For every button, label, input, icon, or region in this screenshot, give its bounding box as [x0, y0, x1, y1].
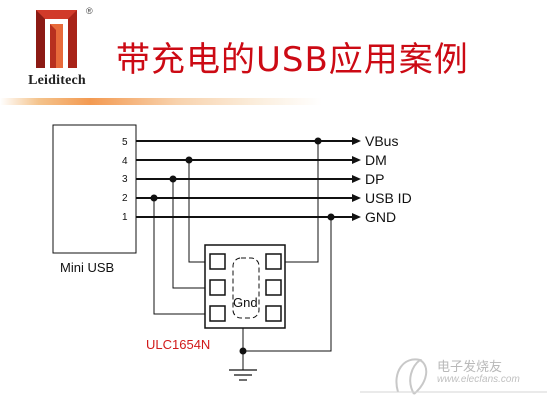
signal-label-usb-id: USB ID [365, 190, 412, 206]
title-underline [0, 98, 322, 105]
junction-dot [185, 156, 193, 164]
junction-dot [150, 194, 158, 202]
junction-dot [239, 347, 247, 355]
chip-pin [209, 279, 226, 296]
watermark-url: www.elecfans.com [437, 374, 520, 385]
ground-symbol [229, 369, 257, 381]
wire-dm [188, 160, 210, 263]
wire-dp [172, 179, 210, 289]
junction-dot [327, 213, 335, 221]
signal-label-dm: DM [365, 152, 387, 168]
chip-pin [209, 305, 226, 322]
registered-mark: ® [86, 6, 93, 16]
signal-label-dp: DP [365, 171, 384, 187]
company-logo: ® Leiditech [14, 6, 100, 96]
pin-number: 2 [122, 193, 128, 204]
watermark-text: 电子发烧友 [437, 360, 503, 375]
signal-label-vbus: VBus [365, 133, 398, 149]
pin-number: 1 [122, 212, 128, 223]
slide-title: 带充电的USB应用案例 [116, 40, 469, 80]
elecfans-logo-icon [395, 358, 428, 395]
wire-usb-id [153, 198, 210, 315]
pin-number: 5 [122, 137, 128, 148]
signal-label-gnd: GND [365, 209, 396, 225]
junction-dot [314, 137, 322, 145]
chip-pin [265, 253, 282, 270]
logo-wordmark: Leiditech [28, 73, 86, 88]
chip-pad-label: Gnd [233, 295, 258, 310]
mini-usb-connector [52, 124, 137, 254]
chip-pin [265, 279, 282, 296]
arrowhead [352, 137, 361, 145]
wire-gnd [240, 217, 332, 352]
leiditech-logo-icon [36, 10, 77, 68]
arrowhead [352, 194, 361, 202]
arrowhead [352, 213, 361, 221]
part-number-label: ULC1654N [146, 337, 210, 352]
pin-number: 3 [122, 174, 128, 185]
mini-usb-label: Mini USB [60, 260, 114, 275]
chip-ground-pad [232, 257, 260, 319]
wire-vbus [285, 141, 319, 263]
junction-dot [169, 175, 177, 183]
chip-pin [209, 253, 226, 270]
arrowhead [352, 175, 361, 183]
chip-pin [265, 305, 282, 322]
arrowhead [352, 156, 361, 164]
pin-number: 4 [122, 156, 128, 167]
